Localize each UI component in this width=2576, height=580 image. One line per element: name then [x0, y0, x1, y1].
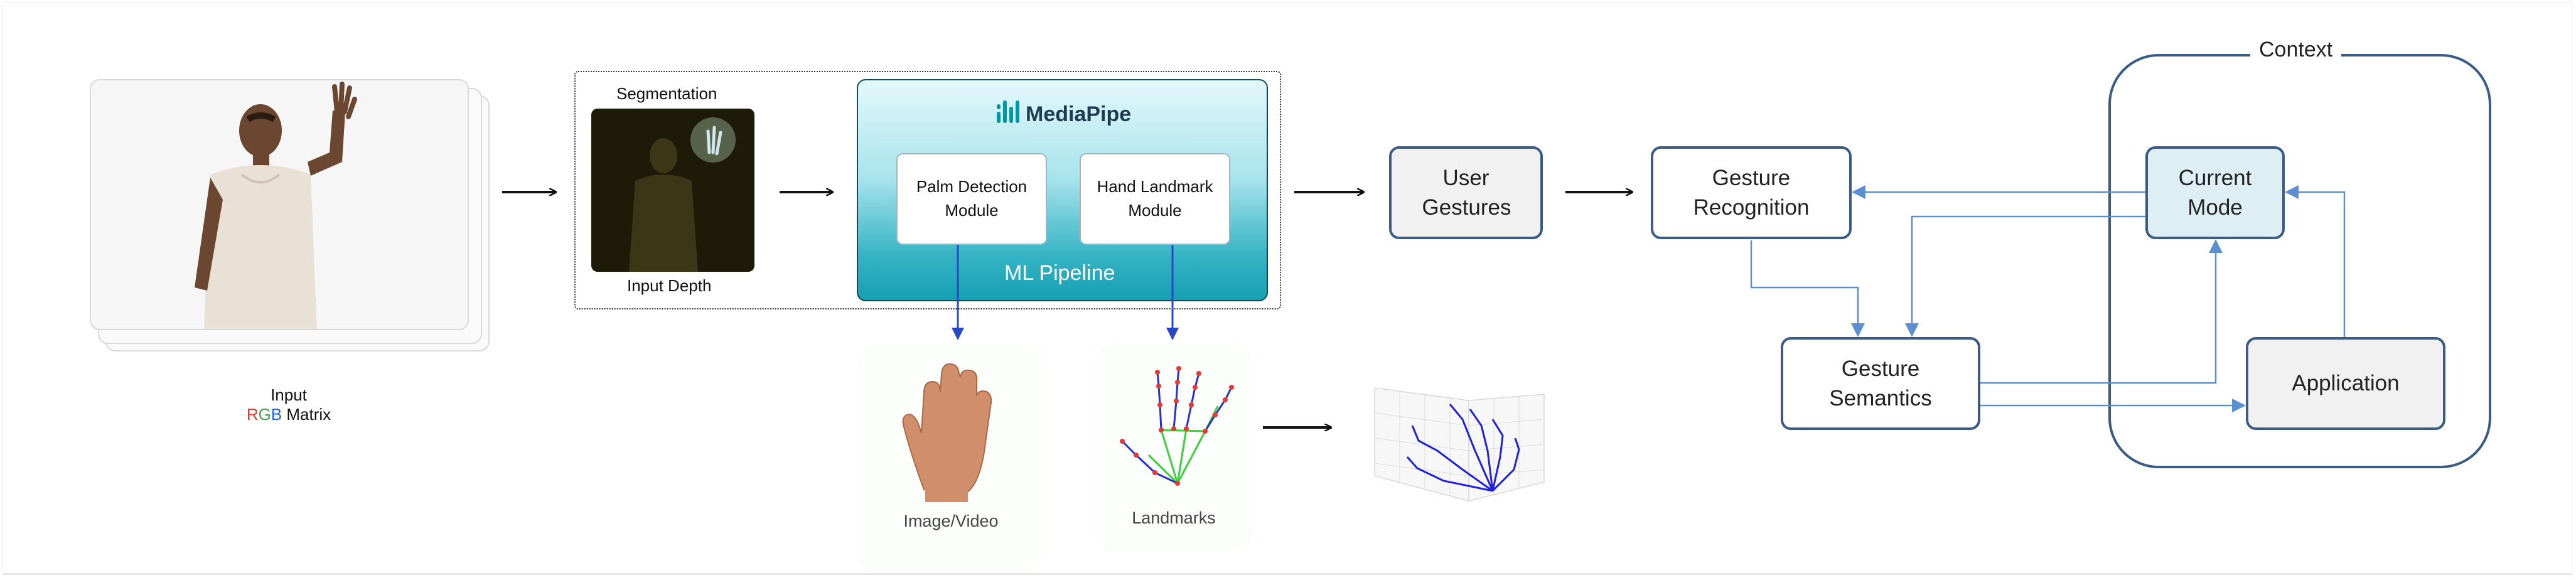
hand-landmark-label: Hand Landmark Module	[1097, 177, 1213, 220]
gesture-recognition-label: Gesture Recognition	[1693, 165, 1810, 220]
depth-silhouette	[629, 117, 736, 272]
input-label: Input RGB Matrix	[239, 385, 339, 424]
mediapipe-logo: MediaPipe	[997, 100, 1131, 129]
open-hand-image	[902, 363, 992, 502]
gesture-semantics-label: Gesture Semantics	[1829, 356, 1932, 411]
rgb-b-letter: B	[271, 405, 282, 424]
rgb-r-letter: R	[246, 405, 259, 424]
arrow-semantics-to-current-mode	[1980, 239, 2223, 384]
gesture-semantics-node: Gesture Semantics	[1781, 337, 1980, 430]
rgb-matrix-label: RGB Matrix	[239, 405, 339, 424]
palm-detection-module: Palm Detection Module	[896, 153, 1047, 245]
hand-landmark-module: Hand Landmark Module	[1080, 153, 1230, 245]
rgb-g-letter: G	[258, 405, 271, 424]
input-depth-image	[591, 109, 754, 272]
gesture-recognition-node: Gesture Recognition	[1651, 146, 1852, 239]
segmentation-title: Segmentation	[616, 84, 717, 103]
current-mode-label: Current Mode	[2178, 165, 2252, 220]
hand-landmarks-image	[1120, 366, 1234, 486]
diagram-frame	[3, 3, 2572, 575]
arrow-current-mode-to-semantics	[1905, 215, 2145, 337]
person-waving-image	[195, 82, 357, 331]
input-label-line1: Input	[271, 385, 307, 404]
image-video-caption: Image/Video	[903, 512, 999, 530]
processing-container	[574, 71, 1281, 309]
user-gestures-node: User Gestures	[1389, 146, 1543, 239]
current-mode-node: Current Mode	[2145, 146, 2285, 239]
mediapipe-brand: MediaPipe	[1026, 102, 1132, 126]
ml-pipeline-label: ML Pipeline	[1004, 261, 1115, 285]
application-label: Application	[2292, 371, 2400, 396]
landmarks-output-panel	[1095, 344, 1252, 551]
input-frame-front	[90, 79, 469, 331]
matrix-word: Matrix	[282, 405, 331, 424]
input-depth-caption: Input Depth	[627, 276, 712, 295]
mediapipe-icon	[997, 100, 1021, 129]
3d-landmark-plot	[1374, 387, 1545, 502]
user-gestures-label: User Gestures	[1422, 165, 1511, 220]
application-node: Application	[2246, 337, 2445, 430]
arrow-application-to-current-mode	[2285, 185, 2346, 337]
palm-detection-label: Palm Detection Module	[916, 177, 1028, 220]
context-label: Context	[2250, 38, 2342, 62]
landmarks-caption: Landmarks	[1132, 508, 1216, 527]
arrow-recognition-to-semantics	[1750, 240, 1865, 337]
